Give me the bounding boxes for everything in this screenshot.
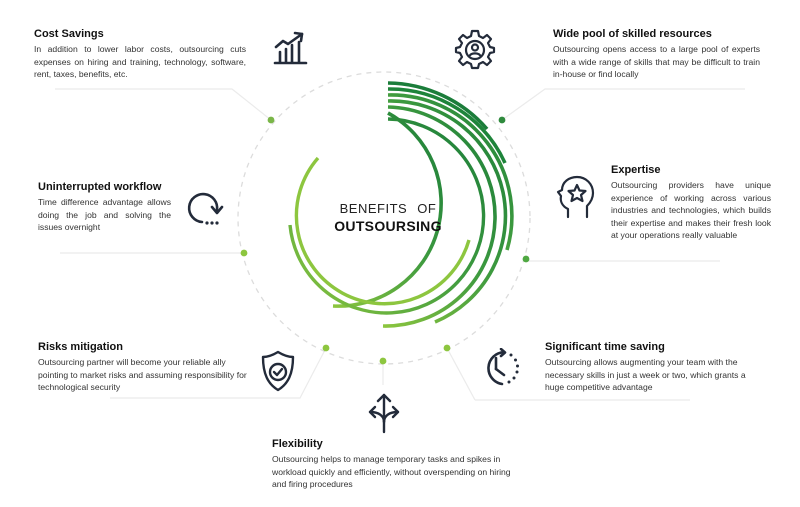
benefit-flexibility: Flexibility Outsourcing helps to manage … (272, 438, 512, 491)
benefit-description: Outsourcing allows augmenting your team … (545, 357, 746, 392)
benefit-time-saving: Significant time saving Outsourcing allo… (545, 341, 760, 394)
benefit-description: Outsourcing opens access to a large pool… (553, 44, 760, 79)
center-title: BENEFITS OF OUTSOURSING (318, 200, 458, 235)
growth-chart-icon (273, 31, 308, 65)
benefit-title: Flexibility (272, 438, 323, 450)
benefit-title: Risks mitigation (38, 341, 123, 353)
split-arrows-icon (368, 393, 400, 434)
clockwise-arrow-icon (187, 192, 224, 225)
connector-lines (55, 88, 745, 401)
clock-icon (487, 348, 519, 386)
benefit-description: Outsourcing partner will become your rel… (38, 357, 247, 392)
benefit-title: Uninterrupted workflow (38, 181, 162, 193)
center-title-line2: OUTSOURSING (334, 218, 442, 234)
shield-check-icon (261, 350, 295, 392)
spiral-arcs (288, 81, 514, 328)
benefit-title: Cost Savings (34, 28, 104, 40)
benefit-title: Significant time saving (545, 341, 665, 353)
benefit-description: Time difference advantage allows doing t… (38, 197, 171, 232)
benefit-wide-pool: Wide pool of skilled resources Outsourci… (553, 28, 760, 81)
benefit-expertise: Expertise Outsourcing providers have uni… (611, 164, 771, 242)
benefit-risks-mitigation: Risks mitigation Outsourcing partner wil… (38, 341, 248, 394)
outer-dashed-ring (237, 71, 531, 365)
benefit-uninterrupted-workflow: Uninterrupted workflow Time difference a… (38, 181, 171, 234)
gear-person-icon (454, 29, 496, 70)
center-title-line1: BENEFITS OF (339, 201, 437, 216)
benefit-description: Outsourcing providers have unique experi… (611, 180, 771, 240)
benefit-cost-savings: Cost Savings In addition to lower labor … (34, 28, 246, 81)
connector-dots (240, 116, 530, 365)
head-star-icon (556, 175, 595, 219)
benefit-description: In addition to lower labor costs, outsou… (34, 44, 246, 79)
benefit-title: Wide pool of skilled resources (553, 28, 712, 40)
benefit-title: Expertise (611, 164, 661, 176)
benefit-description: Outsourcing helps to manage temporary ta… (272, 454, 511, 489)
